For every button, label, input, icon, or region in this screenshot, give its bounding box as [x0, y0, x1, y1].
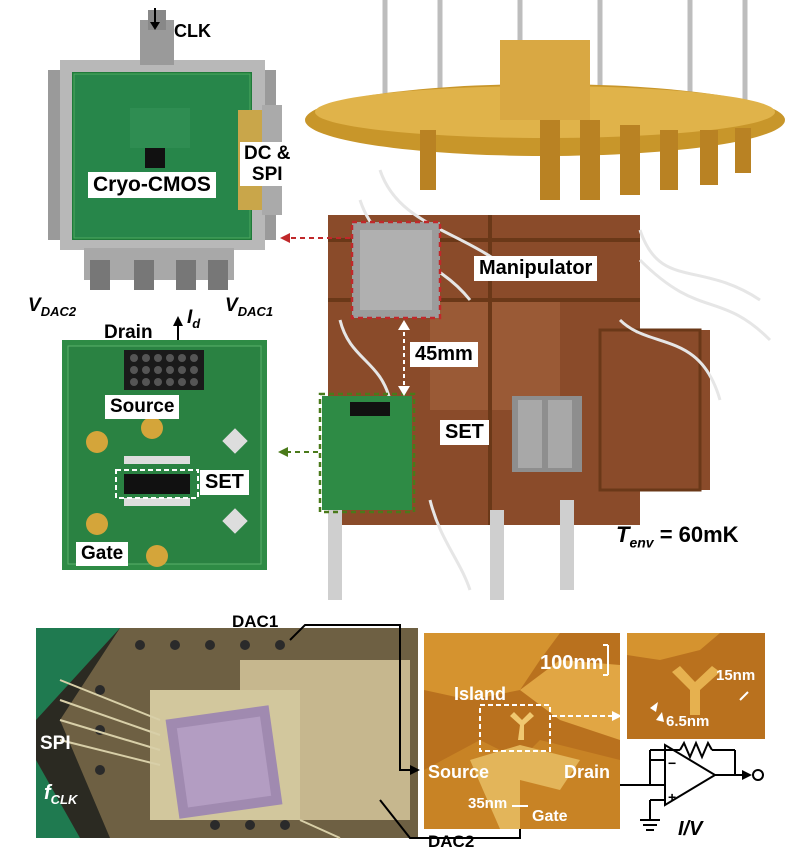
drain-afm-label: Drain — [564, 762, 611, 782]
fclk-label: fCLK — [44, 782, 77, 807]
distance-label: 45mm — [410, 342, 478, 367]
scale-35nm-label: 35nm — [468, 795, 508, 812]
vdac2-v: V — [28, 295, 41, 316]
vdac1-sub: DAC1 — [237, 303, 274, 319]
id-arrow — [173, 316, 183, 340]
iv-label: I/V — [678, 818, 703, 840]
set-label-right: SET — [440, 420, 489, 445]
id-sub: d — [192, 315, 201, 331]
gate-label: Gate — [76, 542, 129, 566]
clk-arrow — [150, 8, 160, 30]
cryo-cmos-label: Cryo-CMOS — [88, 172, 216, 198]
dac1-label: DAC1 — [232, 612, 279, 631]
vdac2-label: VDAC2 — [28, 295, 76, 319]
dc-spi-line2: SPI — [251, 164, 283, 185]
tenv-t: T — [616, 522, 630, 547]
afm-main — [424, 633, 620, 829]
clk-label: CLK — [174, 21, 211, 41]
manipulator-label: Manipulator — [474, 256, 598, 281]
dac1-arrowhead — [410, 765, 420, 775]
set-label-left: SET — [200, 470, 249, 495]
chip-photo — [36, 628, 418, 839]
gate-afm-label: Gate — [532, 808, 568, 825]
dim-15nm-label: 15nm — [716, 667, 756, 684]
source-afm-label: Source — [428, 762, 490, 782]
spi-label: SPI — [40, 733, 71, 754]
tenv-label: Tenv = 60mK — [616, 522, 739, 550]
id-label: Id — [187, 307, 200, 331]
id-i: I — [187, 307, 193, 328]
vdac1-label: VDAC1 — [225, 295, 273, 319]
cryostat-photo — [305, 0, 800, 600]
fclk-f: f — [44, 782, 51, 804]
source-label: Source — [105, 395, 180, 419]
svg-text:+: + — [668, 789, 676, 805]
dc-spi-line1: DC & — [244, 143, 291, 164]
tenv-sub: env — [629, 534, 654, 551]
dim-6-5nm-label: 6.5nm — [666, 713, 710, 730]
vdac2-sub: DAC2 — [40, 303, 77, 319]
iv-amplifier — [620, 740, 745, 831]
set-pcb — [62, 340, 267, 570]
dc-spi-label: DC & SPI — [240, 142, 295, 186]
tenv-value: = 60mK — [653, 522, 739, 547]
svg-text:−: − — [668, 755, 676, 771]
manipulator-highlight — [280, 220, 442, 320]
fclk-sub: CLK — [50, 792, 78, 807]
island-label: Island — [454, 684, 507, 704]
afm-zoom — [627, 633, 765, 739]
dac2-label: DAC2 — [428, 832, 475, 851]
scale-100nm-label: 100nm — [540, 652, 604, 674]
vdac1-v: V — [225, 295, 238, 316]
set-highlight — [278, 392, 416, 514]
dac1-wire — [289, 624, 412, 771]
drain-label: Drain — [104, 322, 153, 343]
